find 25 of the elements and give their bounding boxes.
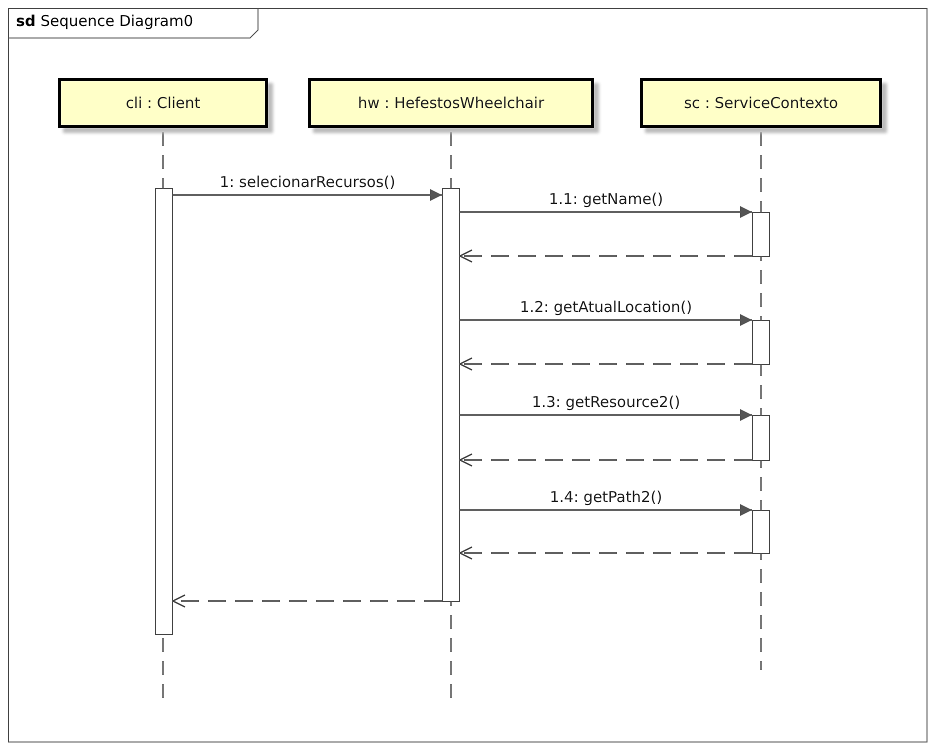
edge-label: 1.4: getPath2() — [550, 488, 662, 506]
activation-bar — [752, 320, 770, 365]
lifeline-head-box: cli : Client — [58, 78, 268, 128]
return-arrow — [459, 453, 752, 467]
message-arrow — [460, 314, 752, 326]
activation-bar — [752, 510, 770, 554]
edge-label: 1.3: getResource2() — [532, 393, 680, 411]
return-arrow — [459, 357, 752, 371]
edge-label: 1: selecionarRecursos() — [220, 173, 396, 191]
activation-bar — [752, 212, 770, 257]
edge-label: 1.2: getAtualLocation() — [520, 298, 692, 316]
edge-label: 1.1: getName() — [548, 190, 664, 208]
return-arrow — [172, 594, 442, 608]
activation-bar — [752, 415, 770, 461]
message-arrow — [173, 189, 442, 201]
diagram-title: sd Sequence Diagram0 — [16, 12, 194, 30]
message-arrow — [460, 504, 752, 516]
lifeline-head-box: hw : HefestosWheelchair — [308, 78, 594, 128]
activation-bar — [442, 188, 460, 602]
activation-bar — [155, 188, 173, 635]
return-arrow — [459, 546, 752, 560]
return-arrow — [459, 249, 752, 263]
lifeline-head-box: sc : ServiceContexto — [640, 78, 882, 128]
message-arrow — [460, 409, 752, 421]
message-arrow — [460, 206, 752, 218]
